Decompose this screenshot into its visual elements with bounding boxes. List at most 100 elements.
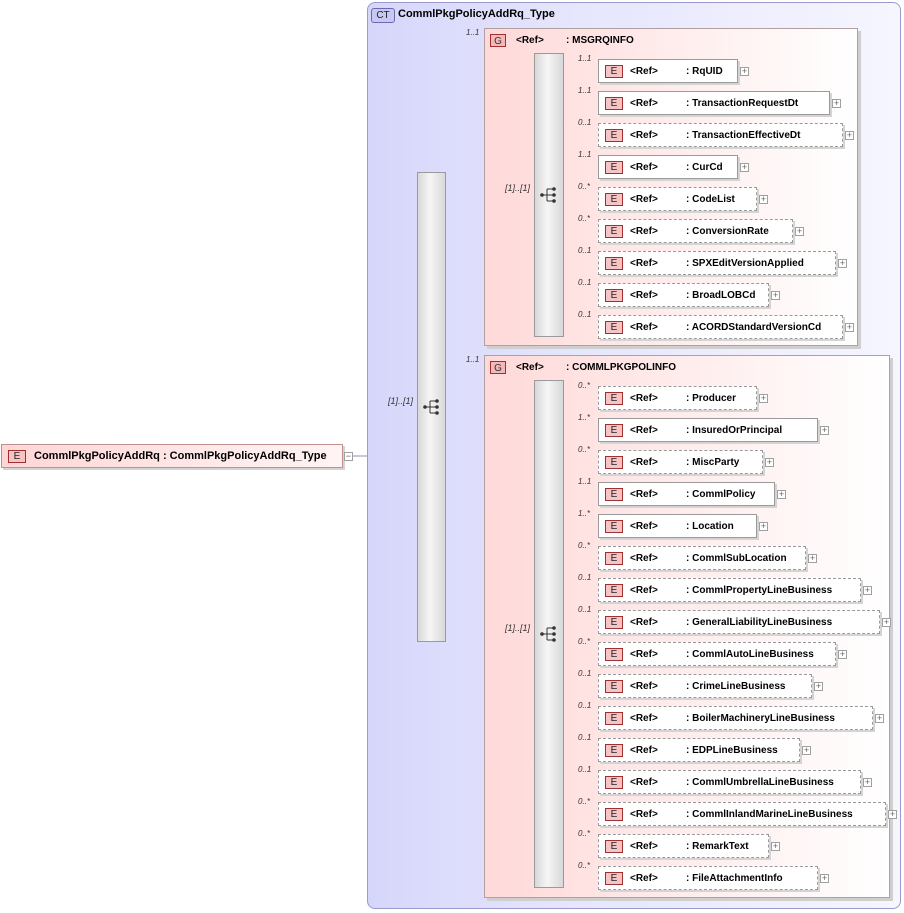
element-cardinality: 1..* bbox=[578, 509, 591, 518]
expand-icon[interactable]: + bbox=[820, 425, 829, 435]
element-name: : ConversionRate bbox=[686, 226, 769, 237]
element-box[interactable]: E<Ref>: CurCd bbox=[598, 155, 738, 179]
element-badge: E bbox=[605, 257, 623, 270]
element-box[interactable]: E<Ref>: CommlPropertyLineBusiness bbox=[598, 578, 861, 602]
element-box[interactable]: E<Ref>: GeneralLiabilityLineBusiness bbox=[598, 610, 880, 634]
element-box[interactable]: E<Ref>: SPXEditVersionApplied bbox=[598, 251, 836, 275]
element-name: : CommlAutoLineBusiness bbox=[686, 649, 814, 660]
element-name: : CommlSubLocation bbox=[686, 553, 787, 564]
expand-icon[interactable]: + bbox=[845, 322, 854, 332]
expand-icon[interactable]: + bbox=[740, 66, 749, 76]
expand-icon[interactable]: + bbox=[882, 617, 891, 627]
element-badge: E bbox=[605, 840, 623, 853]
element-badge: E bbox=[605, 97, 623, 110]
element-name: : TransactionEffectiveDt bbox=[686, 130, 801, 141]
collapse-icon[interactable]: − bbox=[344, 451, 353, 461]
element-name: : Location bbox=[686, 521, 734, 532]
element-cardinality: 0..* bbox=[578, 214, 591, 223]
element-name: : InsuredOrPrincipal bbox=[686, 425, 783, 436]
expand-icon[interactable]: + bbox=[888, 809, 897, 819]
expand-icon[interactable]: + bbox=[759, 521, 768, 531]
expand-icon[interactable]: + bbox=[802, 745, 811, 755]
expand-icon[interactable]: + bbox=[838, 258, 847, 268]
element-name: : EDPLineBusiness bbox=[686, 745, 778, 756]
element-cardinality: 0..* bbox=[578, 445, 591, 454]
element-box[interactable]: E<Ref>: CommlUmbrellaLineBusiness bbox=[598, 770, 861, 794]
element-box[interactable]: E <Ref> : ACORDStandardVersionCd bbox=[598, 315, 843, 339]
element-ref: <Ref> bbox=[630, 841, 658, 852]
element-badge: E bbox=[605, 680, 623, 693]
element-name: : SPXEditVersionApplied bbox=[686, 258, 804, 269]
element-box[interactable]: E<Ref>: ConversionRate bbox=[598, 219, 793, 243]
element-ref: <Ref> bbox=[630, 681, 658, 692]
element-box[interactable]: E<Ref>: Location bbox=[598, 514, 757, 538]
element-ref: <Ref> bbox=[630, 617, 658, 628]
element-box[interactable]: E<Ref>: RqUID bbox=[598, 59, 738, 83]
expand-icon[interactable]: + bbox=[808, 553, 817, 563]
element-box[interactable]: E<Ref>: CommlPolicy bbox=[598, 482, 775, 506]
element-badge: E bbox=[605, 808, 623, 821]
element-ref: <Ref> bbox=[630, 713, 658, 724]
element-box[interactable]: E<Ref>: CommlAutoLineBusiness bbox=[598, 642, 836, 666]
expand-icon[interactable]: + bbox=[845, 130, 854, 140]
element-box[interactable]: E<Ref>: BroadLOBCd bbox=[598, 283, 769, 307]
element-badge: E bbox=[605, 161, 623, 174]
element-box[interactable]: E<Ref>: CommlInlandMarineLineBusiness bbox=[598, 802, 886, 826]
element-name: : ACORDStandardVersionCd bbox=[686, 322, 822, 333]
element-box[interactable]: E<Ref>: MiscParty bbox=[598, 450, 763, 474]
element-box[interactable]: E<Ref>: FileAttachmentInfo bbox=[598, 866, 818, 890]
element-box[interactable]: E <Ref> : BoilerMachineryLineBusiness bbox=[598, 706, 873, 730]
expand-icon[interactable]: + bbox=[771, 841, 780, 851]
sequence-icon bbox=[540, 626, 556, 642]
expand-icon[interactable]: + bbox=[863, 585, 872, 595]
element-box[interactable]: E<Ref>: CrimeLineBusiness bbox=[598, 674, 812, 698]
expand-icon[interactable]: + bbox=[863, 777, 872, 787]
element-badge: E bbox=[605, 321, 623, 334]
element-badge: E bbox=[605, 520, 623, 533]
element-cardinality: 1..* bbox=[578, 413, 591, 422]
element-box[interactable]: E<Ref>: CodeList bbox=[598, 187, 757, 211]
group-name: : COMMLPKGPOLINFO bbox=[566, 362, 676, 373]
element-ref: <Ref> bbox=[630, 130, 658, 141]
element-name: : BoilerMachineryLineBusiness bbox=[686, 713, 835, 724]
element-ref: <Ref> bbox=[630, 425, 658, 436]
element-ref: <Ref> bbox=[630, 322, 658, 333]
expand-icon[interactable]: + bbox=[820, 873, 829, 883]
element-name: : FileAttachmentInfo bbox=[686, 873, 783, 884]
element-box[interactable]: E<Ref>: TransactionEffectiveDt bbox=[598, 123, 843, 147]
expand-icon[interactable]: + bbox=[777, 489, 786, 499]
root-element[interactable]: E CommlPkgPolicyAddRq : CommlPkgPolicyAd… bbox=[1, 444, 343, 468]
element-badge: E bbox=[605, 776, 623, 789]
element-box[interactable]: E<Ref>: EDPLineBusiness bbox=[598, 738, 800, 762]
element-cardinality: 0..1 bbox=[578, 246, 592, 255]
element-box[interactable]: E<Ref>: TransactionRequestDt bbox=[598, 91, 830, 115]
expand-icon[interactable]: + bbox=[795, 226, 804, 236]
element-box[interactable]: E<Ref>: CommlSubLocation bbox=[598, 546, 806, 570]
expand-icon[interactable]: + bbox=[759, 393, 768, 403]
expand-icon[interactable]: + bbox=[838, 649, 847, 659]
element-badge: E bbox=[605, 712, 623, 725]
expand-icon[interactable]: + bbox=[771, 290, 780, 300]
element-cardinality: 0..1 bbox=[578, 118, 592, 127]
element-box[interactable]: E<Ref>: Producer bbox=[598, 386, 757, 410]
expand-icon[interactable]: + bbox=[740, 162, 749, 172]
expand-icon[interactable]: + bbox=[759, 194, 768, 204]
element-name: : CurCd bbox=[686, 162, 723, 173]
root-element-name: CommlPkgPolicyAddRq : CommlPkgPolicyAddR… bbox=[34, 450, 327, 462]
element-box[interactable]: E <Ref> : RemarkText bbox=[598, 834, 769, 858]
expand-icon[interactable]: + bbox=[765, 457, 774, 467]
element-badge: E bbox=[605, 744, 623, 757]
element-name: : RemarkText bbox=[686, 841, 749, 852]
sequence-icon bbox=[423, 399, 439, 415]
expand-icon[interactable]: + bbox=[832, 98, 841, 108]
complex-type-badge: CT bbox=[371, 8, 395, 23]
expand-icon[interactable]: + bbox=[875, 713, 884, 723]
element-cardinality: 0..* bbox=[578, 541, 591, 550]
element-box[interactable]: E<Ref>: InsuredOrPrincipal bbox=[598, 418, 818, 442]
element-cardinality: 0..1 bbox=[578, 573, 592, 582]
element-ref: <Ref> bbox=[630, 489, 658, 500]
element-cardinality: 0..1 bbox=[578, 278, 592, 287]
element-cardinality: 0..1 bbox=[578, 669, 592, 678]
group-cardinality: 1..1 bbox=[466, 28, 480, 37]
expand-icon[interactable]: + bbox=[814, 681, 823, 691]
